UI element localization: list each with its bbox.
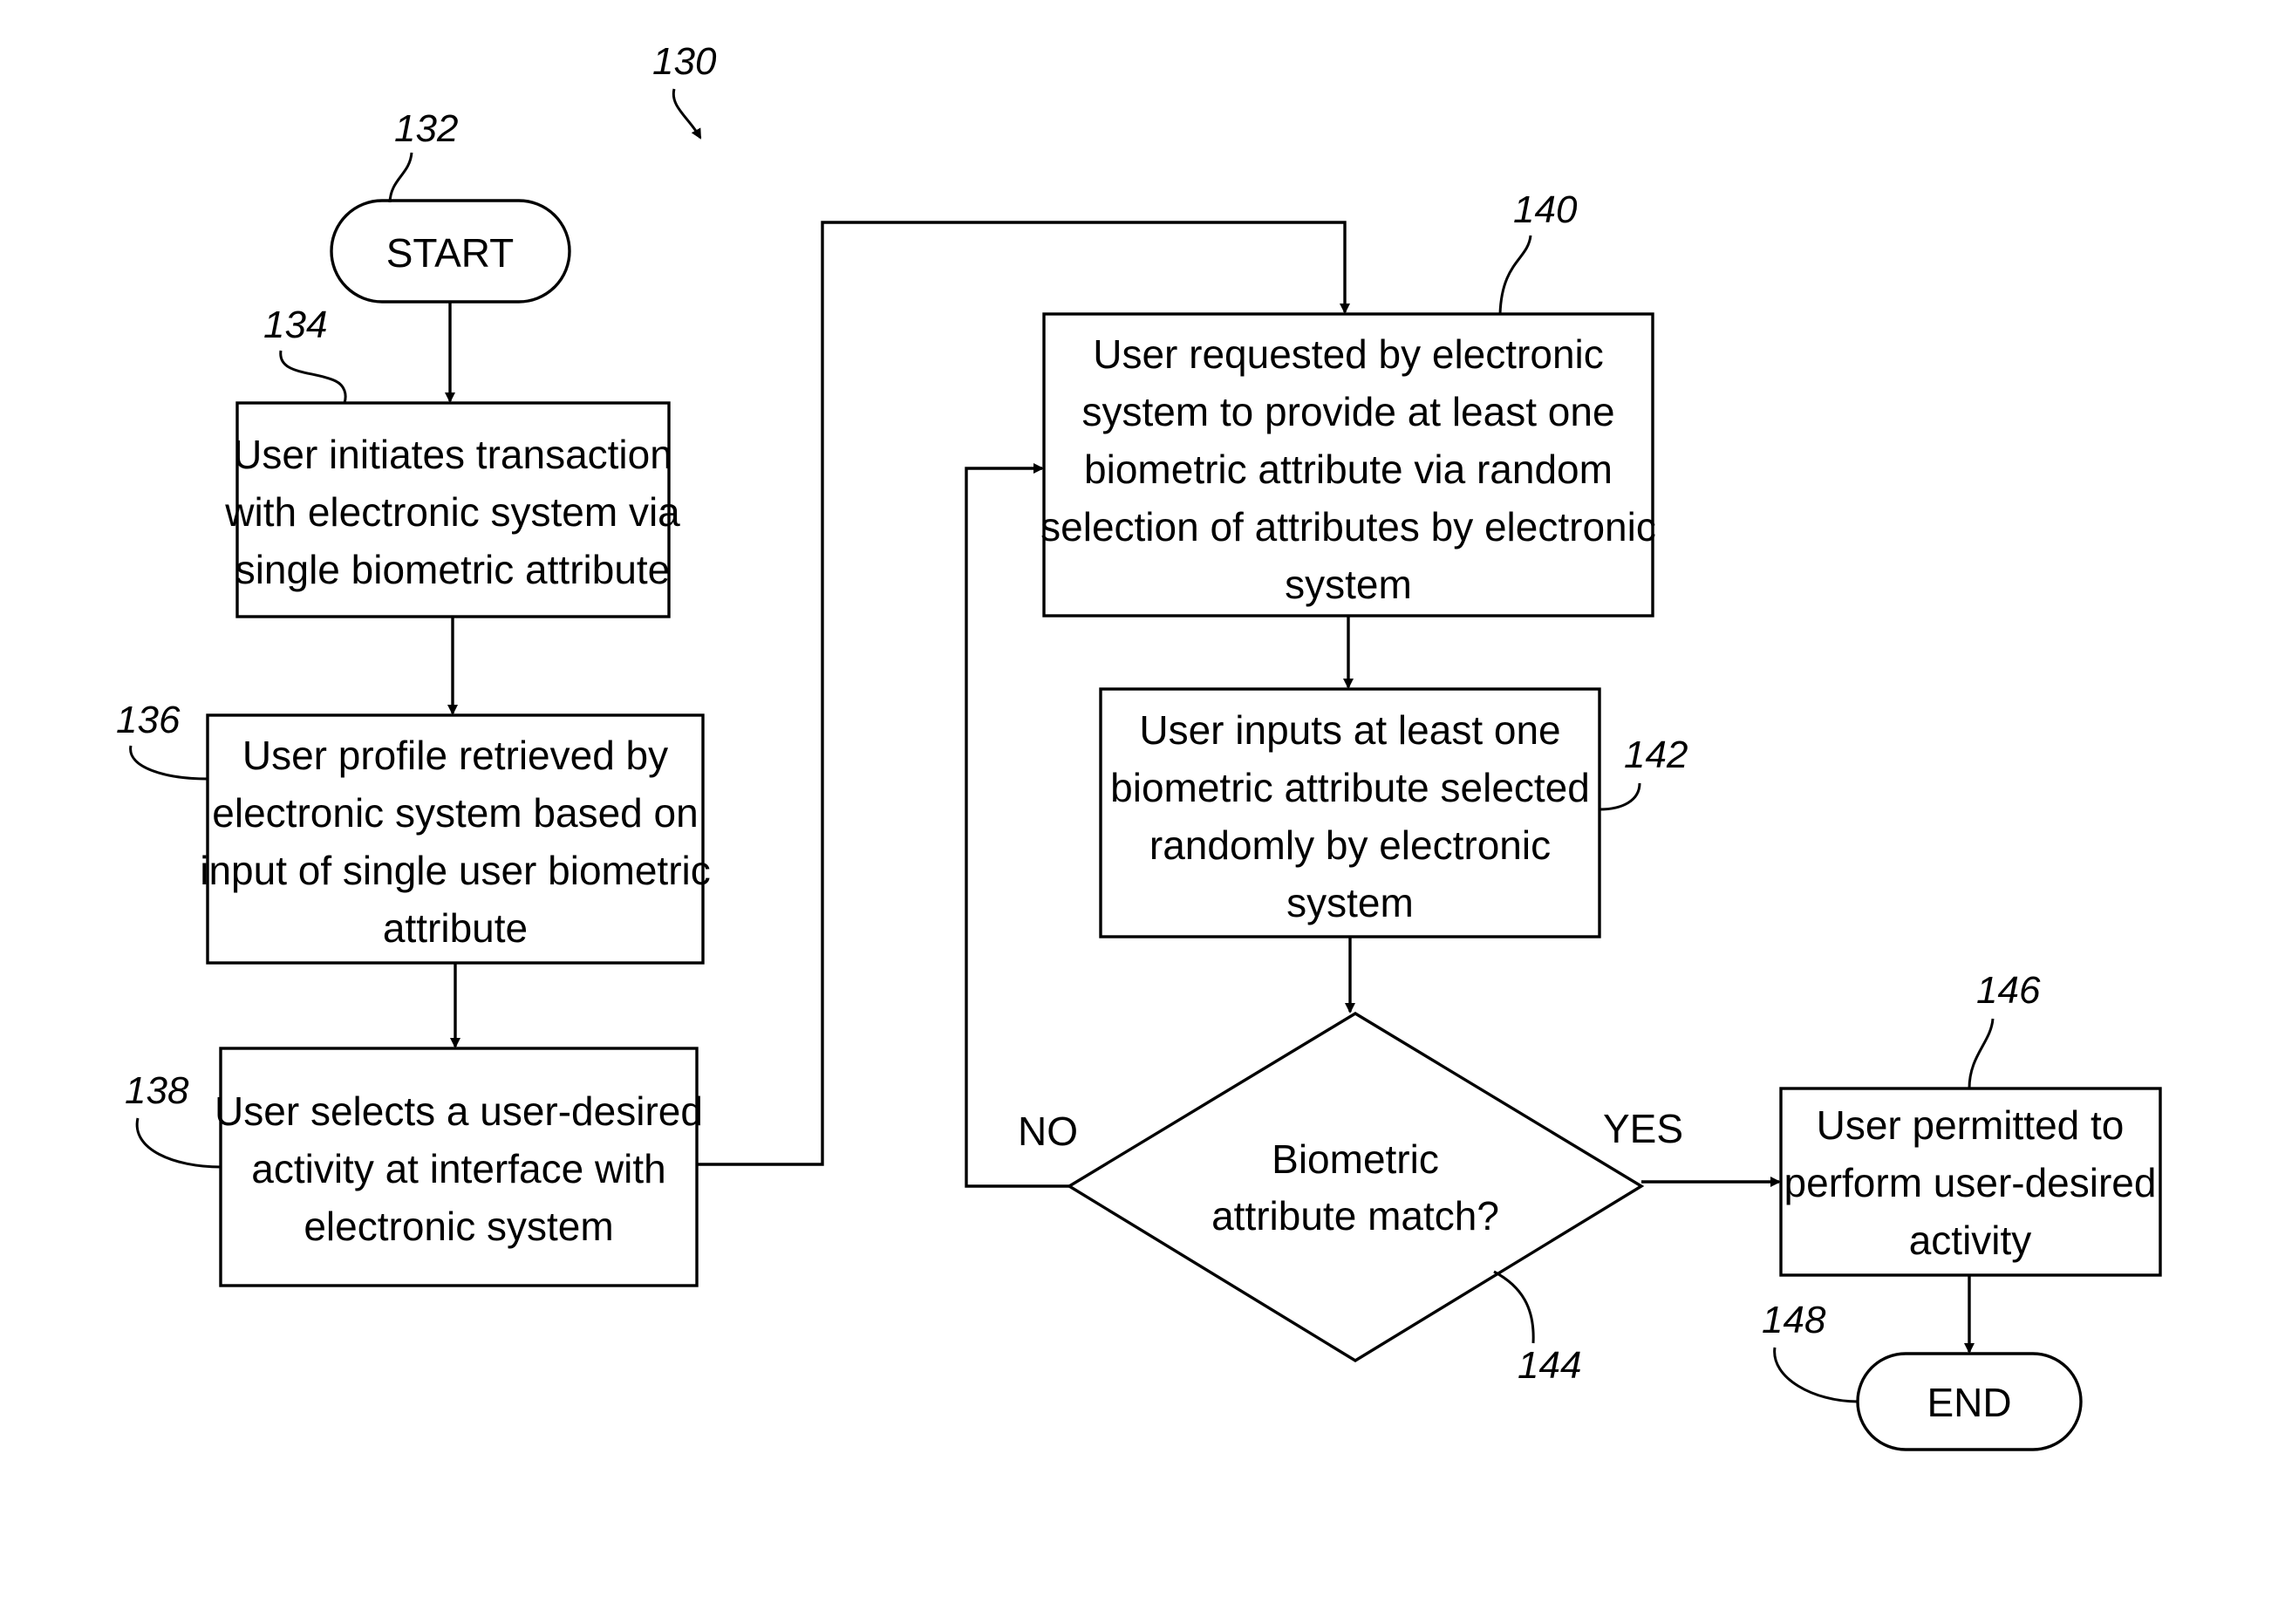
figure-ref-130: 130 bbox=[652, 40, 717, 83]
ref-144: 144 bbox=[1518, 1344, 1581, 1387]
process-134-line-3: single biometric attribute bbox=[235, 547, 671, 592]
process-136-line-4: attribute bbox=[383, 905, 528, 951]
ref-132-leader bbox=[390, 153, 412, 202]
ref-146-leader bbox=[1969, 1019, 1993, 1088]
yes-label: YES bbox=[1603, 1106, 1683, 1151]
ref-146: 146 bbox=[1976, 969, 2041, 1012]
process-138-line-3: electronic system bbox=[304, 1204, 613, 1249]
decision-144-line-2: attribute match? bbox=[1211, 1193, 1499, 1238]
process-146-line-2: perform user-desired bbox=[1784, 1160, 2157, 1205]
process-142-line-1: User inputs at least one bbox=[1139, 707, 1560, 753]
decision-diamond-144 bbox=[1069, 1013, 1641, 1361]
process-146-line-3: activity bbox=[1909, 1218, 2032, 1263]
ref-148: 148 bbox=[1762, 1299, 1826, 1341]
ref-138-leader bbox=[137, 1118, 221, 1167]
process-140-line-1: User requested by electronic bbox=[1093, 331, 1604, 377]
ref-144-leader bbox=[1494, 1272, 1533, 1343]
process-134-line-1: User initiates transaction bbox=[233, 432, 672, 477]
process-136-line-2: electronic system based on bbox=[212, 790, 698, 836]
process-138-line-2: activity at interface with bbox=[251, 1146, 666, 1191]
no-label: NO bbox=[1018, 1109, 1078, 1154]
ref-138: 138 bbox=[125, 1069, 189, 1112]
process-146-line-1: User permitted to bbox=[1817, 1102, 2125, 1148]
process-140-line-2: system to provide at least one bbox=[1081, 389, 1614, 434]
ref-134: 134 bbox=[263, 304, 327, 346]
process-136-line-1: User profile retrieved by bbox=[242, 733, 668, 778]
end-label: END bbox=[1927, 1380, 2011, 1425]
start-label: START bbox=[386, 230, 515, 276]
ref-140-leader bbox=[1500, 235, 1531, 314]
ref-136: 136 bbox=[116, 699, 181, 741]
ref-140: 140 bbox=[1513, 188, 1578, 231]
decision-144-line-1: Biometric bbox=[1272, 1136, 1439, 1182]
process-140-line-3: biometric attribute via random bbox=[1084, 447, 1613, 492]
process-142-line-2: biometric attribute selected bbox=[1110, 765, 1590, 810]
ref-132: 132 bbox=[394, 107, 458, 150]
process-142-line-3: randomly by electronic bbox=[1149, 822, 1551, 868]
process-140-line-5: system bbox=[1285, 562, 1412, 607]
ref-142-leader bbox=[1600, 783, 1640, 809]
ref-142: 142 bbox=[1624, 734, 1688, 776]
process-140-line-4: selection of attributes by electronic bbox=[1040, 504, 1656, 549]
process-138-line-1: User selects a user-desired bbox=[215, 1088, 703, 1134]
figure-ref-arrow bbox=[673, 89, 700, 138]
process-136-line-3: input of single user biometric bbox=[200, 848, 711, 893]
process-134-line-2: with electronic system via bbox=[224, 489, 680, 535]
ref-148-leader bbox=[1775, 1348, 1858, 1402]
ref-136-leader bbox=[131, 746, 208, 779]
process-142-line-4: system bbox=[1286, 880, 1414, 925]
ref-134-leader bbox=[281, 351, 345, 403]
